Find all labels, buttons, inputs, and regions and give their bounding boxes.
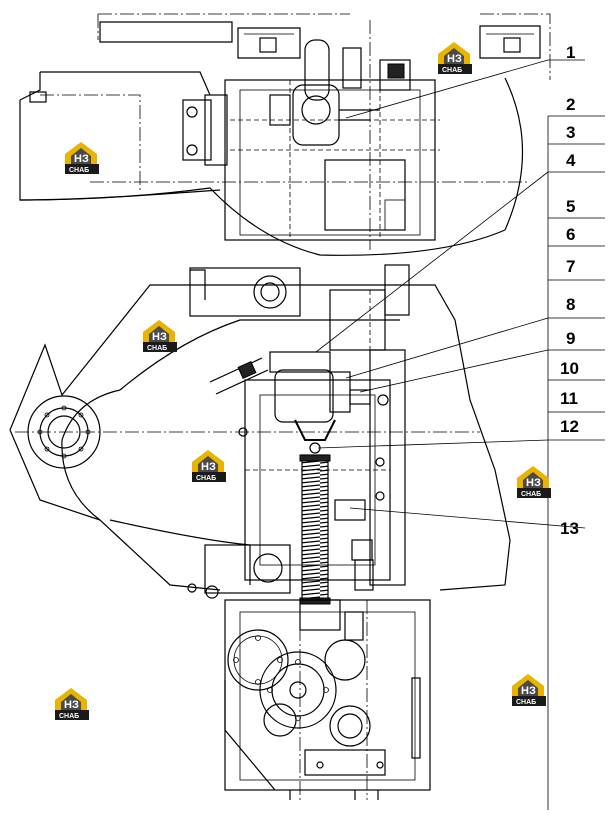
callout-12: 12 xyxy=(560,417,579,436)
watermark-logo-5: НЗ СНАБ xyxy=(517,466,551,498)
callout-13: 13 xyxy=(560,519,579,538)
callout-1: 1 xyxy=(566,43,575,62)
watermark-logo-1: НЗ СНАБ xyxy=(438,42,472,74)
leader-lines xyxy=(315,59,605,810)
watermark-brand: НЗ xyxy=(521,685,536,697)
upper-assembly xyxy=(19,13,551,256)
watermark-logo-3: НЗ СНАБ xyxy=(143,320,177,352)
callout-9: 9 xyxy=(566,329,575,348)
callout-5: 5 xyxy=(566,197,575,216)
callout-10: 10 xyxy=(560,359,579,378)
middle-frame xyxy=(9,264,511,605)
watermark-sub: СНАБ xyxy=(196,475,216,482)
watermark-logo-2: НЗ СНАБ xyxy=(65,142,99,174)
watermark-sub: СНАБ xyxy=(69,167,89,174)
watermark-brand: НЗ xyxy=(152,331,167,343)
watermark-logo-6: НЗ СНАБ xyxy=(55,688,89,720)
watermark-brand: НЗ xyxy=(74,153,89,165)
callout-numbers: 1 2 3 4 5 6 7 8 9 10 11 12 13 xyxy=(560,43,579,538)
watermark-sub: СНАБ xyxy=(521,491,541,498)
watermark-sub: СНАБ xyxy=(59,713,79,720)
callout-7: 7 xyxy=(566,257,575,276)
watermark-brand: НЗ xyxy=(526,477,541,489)
callout-8: 8 xyxy=(566,295,575,314)
lower-gearbox xyxy=(224,599,431,800)
callout-4: 4 xyxy=(566,151,576,170)
watermark-sub: СНАБ xyxy=(147,345,167,352)
watermark-brand: НЗ xyxy=(64,699,79,711)
watermark-brand: НЗ xyxy=(447,53,462,65)
watermark-brand: НЗ xyxy=(201,461,216,473)
callout-2: 2 xyxy=(566,95,575,114)
callout-6: 6 xyxy=(566,225,575,244)
callout-11: 11 xyxy=(560,389,578,408)
watermark-logo-7: НЗ СНАБ xyxy=(512,674,546,706)
watermark-logo-4: НЗ СНАБ xyxy=(192,450,226,482)
watermark-sub: СНАБ xyxy=(442,67,462,74)
callout-3: 3 xyxy=(566,123,575,142)
watermark-sub: СНАБ xyxy=(516,699,536,706)
